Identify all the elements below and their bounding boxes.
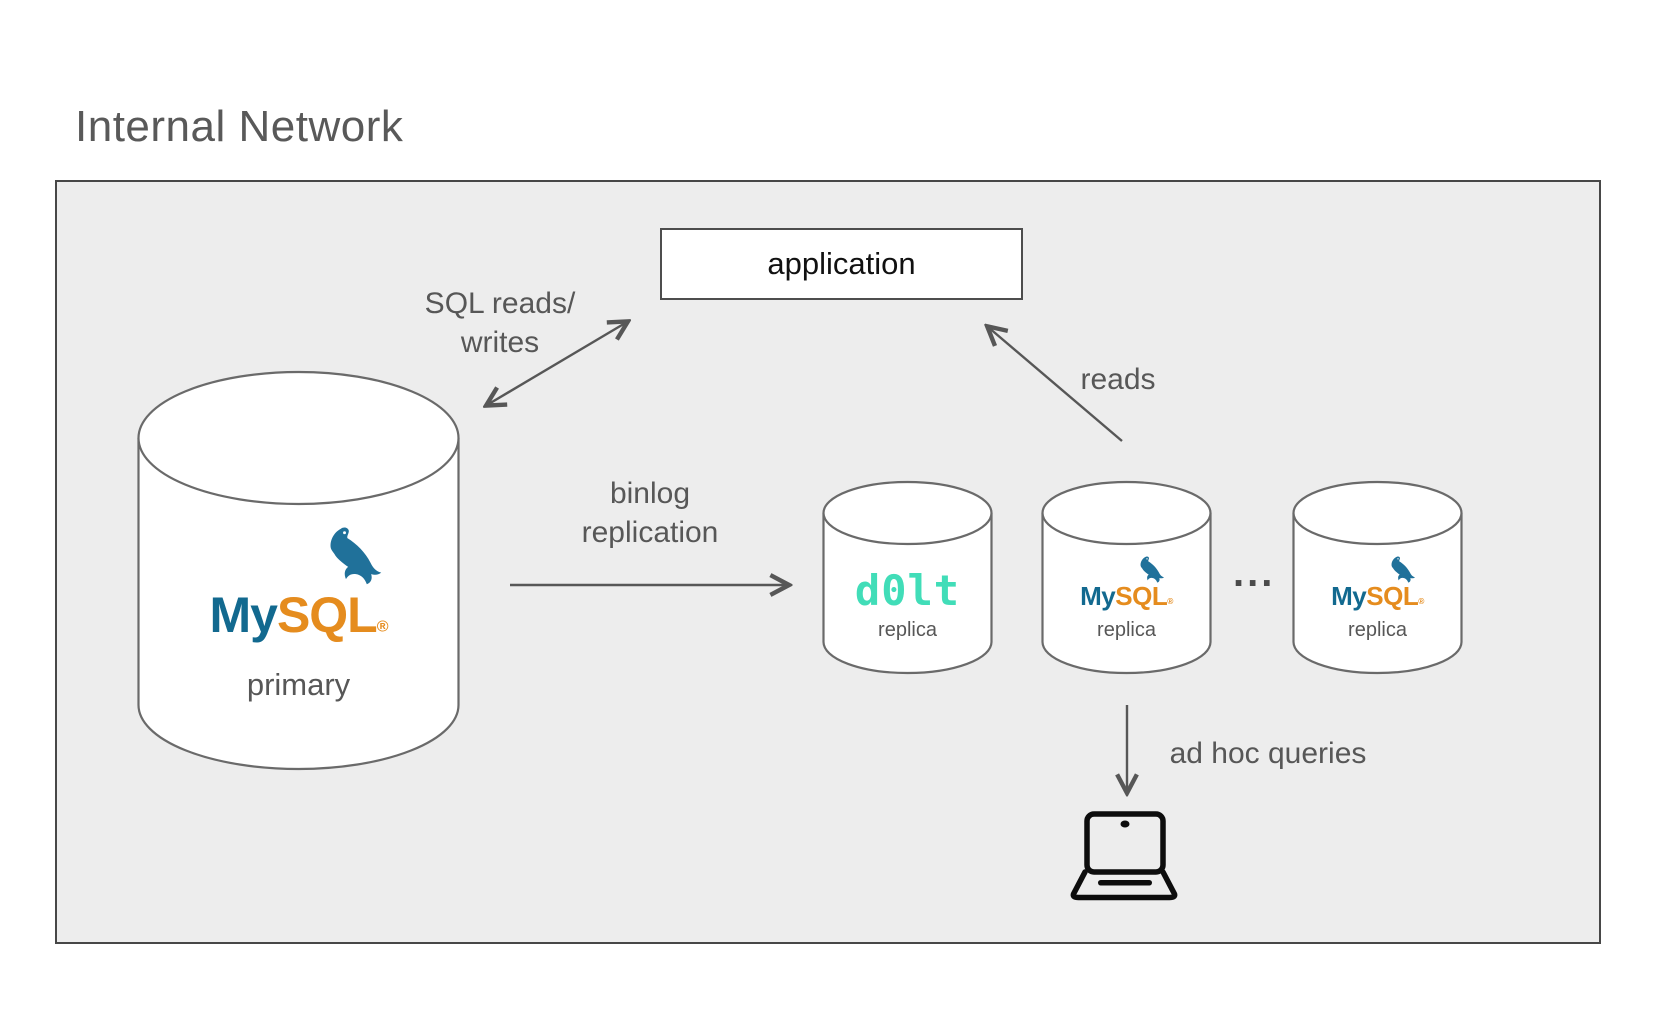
replica-label: replica <box>1097 619 1156 641</box>
replica-label: replica <box>878 619 937 641</box>
mysql-dolphin-icon <box>330 527 382 585</box>
dolt-replica-node: d0lt replica <box>822 480 993 675</box>
binlog-replication-label: binlog replication <box>581 477 719 549</box>
replica-label: replica <box>1348 619 1407 641</box>
reads-label: reads <box>1080 363 1156 396</box>
laptop-icon <box>1070 811 1178 901</box>
internal-network-boundary: application SQL reads/ writes binlog rep… <box>55 180 1601 944</box>
dolt-logo-wordmark: d0lt <box>854 566 961 615</box>
mysql-dolphin-icon <box>1140 556 1164 583</box>
application-label: application <box>767 246 916 281</box>
database-cylinder-icon <box>1292 480 1463 675</box>
diagram-title: Internal Network <box>75 102 404 151</box>
application-node: application <box>660 228 1023 300</box>
more-replicas-ellipsis: ... <box>1233 551 1276 595</box>
mysql-replica-2-node: MySQL® replica <box>1292 480 1463 675</box>
mysql-replica-1-node: MySQL® replica <box>1041 480 1212 675</box>
mysql-logo-wordmark: MySQL® <box>209 587 388 643</box>
database-cylinder-icon <box>1041 480 1212 675</box>
database-cylinder-icon <box>137 370 460 771</box>
database-cylinder-icon <box>822 480 993 675</box>
mysql-logo-wordmark: MySQL® <box>1331 581 1424 611</box>
primary-label: primary <box>246 667 351 702</box>
ad-hoc-queries-label: ad hoc queries <box>1169 737 1367 770</box>
mysql-primary-node: MySQL® primary <box>137 370 460 773</box>
mysql-logo-wordmark: MySQL® <box>1080 581 1173 611</box>
sql-reads-writes-label: SQL reads/ writes <box>424 287 576 359</box>
mysql-dolphin-icon <box>1391 556 1415 583</box>
